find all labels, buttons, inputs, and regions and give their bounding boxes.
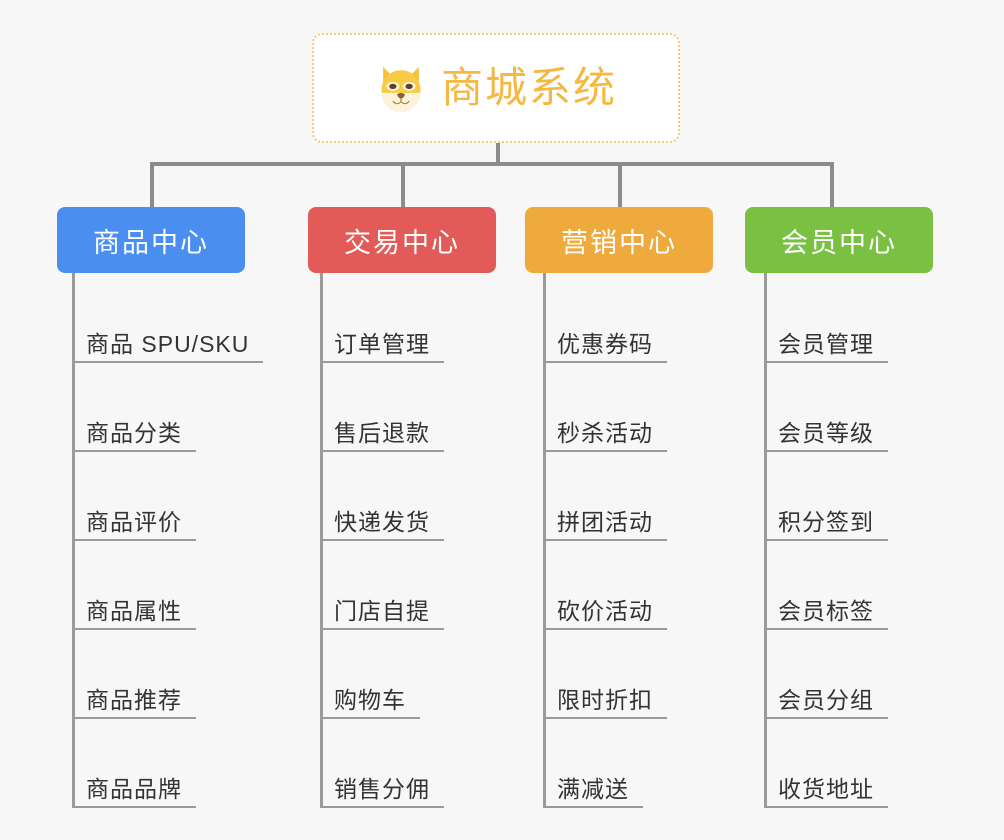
leaf-item[interactable]: 售后退款 [320, 362, 444, 452]
leaf-label: 会员管理 [778, 330, 874, 357]
leaf-label: 售后退款 [334, 419, 430, 446]
leaf-item[interactable]: 砍价活动 [543, 540, 667, 630]
leaf-item[interactable]: 积分签到 [764, 451, 888, 541]
leaf-item[interactable]: 商品属性 [72, 540, 196, 630]
leaf-label: 秒杀活动 [557, 419, 653, 446]
leaf-label: 积分签到 [778, 508, 874, 535]
leaf-item[interactable]: 满减送 [543, 718, 643, 808]
root-node-商城系统[interactable]: 商城系统 [312, 33, 680, 143]
leaf-label: 商品属性 [86, 597, 182, 624]
category-box-trade-center[interactable]: 交易中心 [308, 207, 496, 273]
category-label: 营销中心 [561, 227, 677, 258]
leaf-item[interactable]: 会员标签 [764, 540, 888, 630]
leaf-item[interactable]: 商品评价 [72, 451, 196, 541]
leaf-item[interactable]: 收货地址 [764, 718, 888, 808]
category-box-product-center[interactable]: 商品中心 [57, 207, 245, 273]
leaf-item[interactable]: 会员分组 [764, 629, 888, 719]
leaf-label: 门店自提 [334, 597, 430, 624]
leaf-label: 销售分佣 [334, 775, 430, 802]
leaf-label: 收货地址 [778, 775, 874, 802]
connector-drop-1 [150, 162, 154, 208]
leaf-item[interactable]: 会员管理 [764, 273, 888, 363]
leaf-label: 快递发货 [334, 508, 430, 535]
leaf-item[interactable]: 商品推荐 [72, 629, 196, 719]
category-label: 会员中心 [781, 227, 897, 258]
leaf-label: 商品推荐 [86, 686, 182, 713]
category-box-marketing-center[interactable]: 营销中心 [525, 207, 713, 273]
leaf-label: 满减送 [557, 775, 629, 802]
category-label: 交易中心 [344, 227, 460, 258]
leaf-item[interactable]: 商品品牌 [72, 718, 196, 808]
leaf-label: 商品 SPU/SKU [86, 330, 250, 357]
leaf-item[interactable]: 商品 SPU/SKU [72, 273, 264, 363]
connector-root-vertical [496, 143, 500, 165]
leaf-label: 商品品牌 [86, 775, 182, 802]
connector-drop-4 [830, 162, 834, 208]
leaf-item[interactable]: 购物车 [320, 629, 420, 719]
leaf-item[interactable]: 订单管理 [320, 273, 444, 363]
dog-face-icon [381, 66, 421, 113]
leaf-item[interactable]: 销售分佣 [320, 718, 444, 808]
leaf-label: 购物车 [334, 686, 406, 713]
leaf-label: 订单管理 [334, 330, 430, 357]
leaf-item[interactable]: 快递发货 [320, 451, 444, 541]
leaf-label: 会员标签 [778, 597, 874, 624]
leaf-item[interactable]: 拼团活动 [543, 451, 667, 541]
leaf-label: 商品分类 [86, 419, 182, 446]
leaf-label: 限时折扣 [557, 686, 653, 713]
category-box-member-center[interactable]: 会员中心 [745, 207, 933, 273]
connector-drop-2 [401, 162, 405, 208]
leaf-item[interactable]: 商品分类 [72, 362, 196, 452]
category-label: 商品中心 [93, 227, 209, 258]
leaf-item[interactable]: 会员等级 [764, 362, 888, 452]
leaf-label: 砍价活动 [557, 597, 653, 624]
leaf-item[interactable]: 门店自提 [320, 540, 444, 630]
root-title: 商城系统 [440, 64, 617, 111]
connector-drop-3 [618, 162, 622, 208]
leaf-item[interactable]: 优惠券码 [543, 273, 667, 363]
leaf-label: 拼团活动 [557, 508, 653, 535]
leaf-item[interactable]: 秒杀活动 [543, 362, 667, 452]
leaf-item[interactable]: 限时折扣 [543, 629, 667, 719]
leaf-label: 会员等级 [778, 419, 874, 446]
connector-horizontal-bus [150, 162, 834, 166]
leaf-label: 优惠券码 [557, 330, 653, 357]
leaf-label: 会员分组 [778, 686, 874, 713]
leaf-label: 商品评价 [86, 508, 182, 535]
